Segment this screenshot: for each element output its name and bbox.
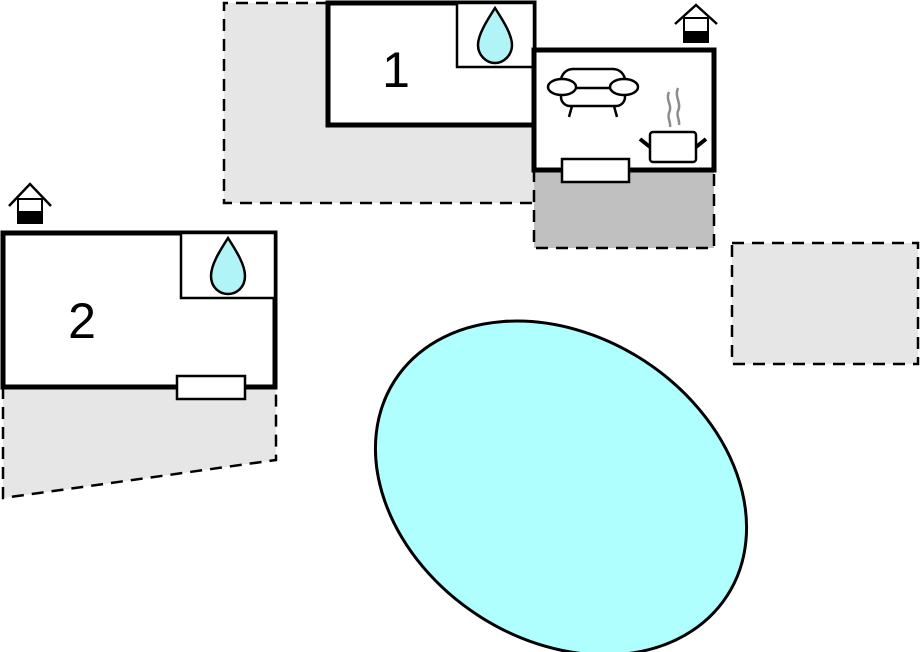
building-1-entrance-door: [560, 157, 631, 184]
sofa-icon: [546, 67, 640, 118]
terrace-building-2: [1, 387, 278, 500]
house-icon: [8, 182, 52, 224]
terrace-east: [730, 241, 920, 366]
building-1: 1: [325, 0, 718, 184]
building-2: 2: [0, 182, 278, 401]
building-2-label: 2: [68, 293, 96, 349]
pool: [373, 319, 749, 652]
cooking-pot-icon: [638, 87, 708, 164]
building-1-label: 1: [382, 42, 410, 98]
terrace-building-1: [222, 1, 534, 205]
water-drop-icon: [476, 5, 514, 65]
building-2-entrance-door: [175, 374, 247, 401]
house-icon: [674, 3, 718, 43]
water-drop-icon: [209, 235, 247, 296]
